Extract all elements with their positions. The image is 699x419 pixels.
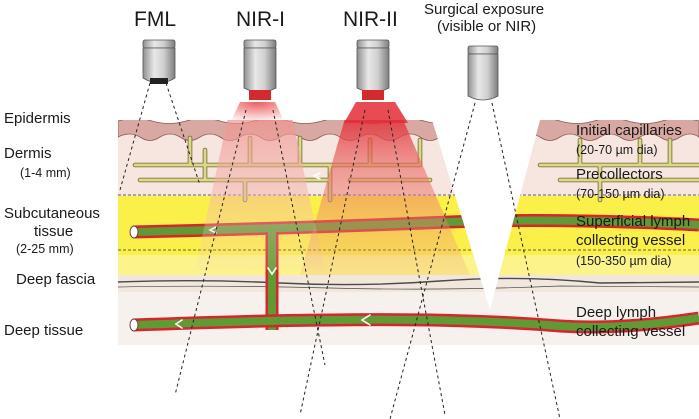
superficial-vessel-dia-label: (150-350 µm dia)	[576, 254, 672, 268]
nir-ii-beam	[300, 120, 470, 275]
subcutaneous-label: Subcutaneous	[4, 205, 100, 222]
subcutaneous-label-line2: tissue	[34, 223, 74, 240]
precollectors-label: Precollectors	[576, 166, 663, 183]
deep-vessel-label-line2: collecting vessel	[576, 323, 686, 340]
deep-vessel-label: Deep lymph	[576, 304, 657, 321]
surgical-exposure-sublabel: (visible or NIR)	[437, 18, 537, 35]
initial-capillaries-dia-label: (20-70 µm dia)	[576, 143, 658, 157]
superficial-vessel-label: Superficial lymph	[576, 213, 691, 230]
surgical-exposure-label: Surgical exposure	[424, 1, 545, 18]
subcutaneous-depth-label: (2-25 mm)	[16, 242, 74, 256]
fml-label: FML	[134, 8, 176, 31]
nir-ii-objective	[356, 39, 390, 100]
precollectors-dia-label: (70-150 µm dia)	[576, 187, 665, 201]
epidermis-label: Epidermis	[4, 110, 71, 127]
nir-i-objective	[243, 39, 277, 100]
nir-ii-label: NIR-II	[343, 8, 398, 31]
superficial-vessel-label-line2: collecting vessel	[576, 232, 686, 249]
surgical-objective	[467, 45, 499, 101]
dermis-depth-label: (1-4 mm)	[20, 166, 71, 180]
initial-capillaries-label: Initial capillaries	[576, 122, 682, 139]
nir-i-beam	[195, 120, 325, 270]
deep-fascia-line	[118, 277, 699, 286]
deep-collecting-vessel	[129, 311, 699, 334]
nir-i-label: NIR-I	[236, 8, 285, 31]
deep-fascia-label: Deep fascia	[16, 271, 96, 288]
deep-tissue-label: Deep tissue	[4, 322, 84, 339]
light-cone-lines	[119, 82, 561, 419]
dermis-label: Dermis	[4, 145, 52, 162]
fml-objective	[142, 39, 176, 84]
